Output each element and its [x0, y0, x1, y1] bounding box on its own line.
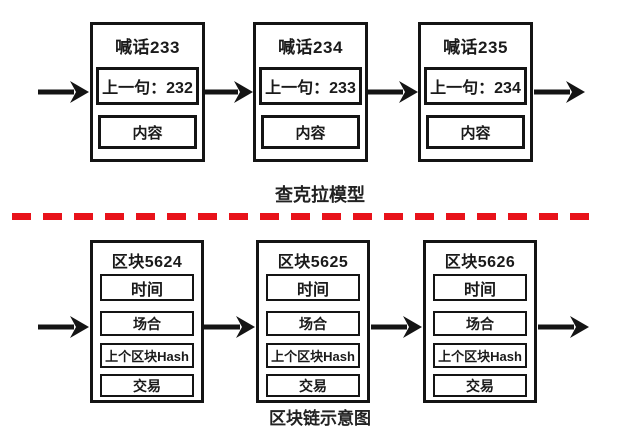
- chakra-node-234: 喊话234 上一句：233 内容: [253, 22, 368, 162]
- field-venue: 场合: [433, 311, 527, 336]
- arrow-right-icon: [367, 81, 418, 103]
- chakra-node-title: 喊话233: [115, 38, 180, 57]
- chakra-node-233: 喊话233 上一句：232 内容: [90, 22, 205, 162]
- field-time: 时间: [266, 274, 360, 301]
- field-prev-hash: 上个区块Hash: [266, 343, 360, 368]
- field-transaction: 交易: [100, 374, 194, 397]
- prev-pointer-box: 上一句：233: [259, 67, 362, 105]
- field-prev-hash: 上个区块Hash: [100, 343, 194, 368]
- arrow-right-icon: [204, 316, 255, 338]
- chakra-node-title: 喊话235: [443, 38, 508, 57]
- field-time: 时间: [100, 274, 194, 301]
- blockchain-node-5626: 区块5626 时间 场合 上个区块Hash 交易: [423, 240, 537, 403]
- prev-pointer-box: 上一句：232: [96, 67, 199, 105]
- arrow-right-icon: [534, 81, 585, 103]
- block-title: 区块5625: [277, 254, 349, 271]
- arrow-right-icon: [538, 316, 589, 338]
- blockchain-node-5625: 区块5625 时间 场合 上个区块Hash 交易: [256, 240, 370, 403]
- field-prev-hash: 上个区块Hash: [433, 343, 527, 368]
- block-title: 区块5624: [111, 254, 183, 271]
- blockchain-node-5624: 区块5624 时间 场合 上个区块Hash 交易: [90, 240, 204, 403]
- field-transaction: 交易: [433, 374, 527, 397]
- field-time: 时间: [433, 274, 527, 301]
- arrow-right-icon: [202, 81, 253, 103]
- red-dashed-divider: [12, 213, 590, 220]
- blockchain-caption: 区块链示意图: [269, 409, 371, 428]
- field-venue: 场合: [266, 311, 360, 336]
- field-venue: 场合: [100, 311, 194, 336]
- chakra-node-title: 喊话234: [278, 38, 343, 57]
- chakra-node-235: 喊话235 上一句：234 内容: [418, 22, 533, 162]
- content-box: 内容: [426, 115, 525, 149]
- arrow-right-icon: [371, 316, 422, 338]
- content-box: 内容: [98, 115, 197, 149]
- block-title: 区块5626: [444, 254, 516, 271]
- field-transaction: 交易: [266, 374, 360, 397]
- prev-pointer-box: 上一句：234: [424, 67, 527, 105]
- arrow-right-icon: [38, 316, 89, 338]
- chakra-caption: 查克拉模型: [275, 185, 365, 205]
- content-box: 内容: [261, 115, 360, 149]
- arrow-right-icon: [38, 81, 89, 103]
